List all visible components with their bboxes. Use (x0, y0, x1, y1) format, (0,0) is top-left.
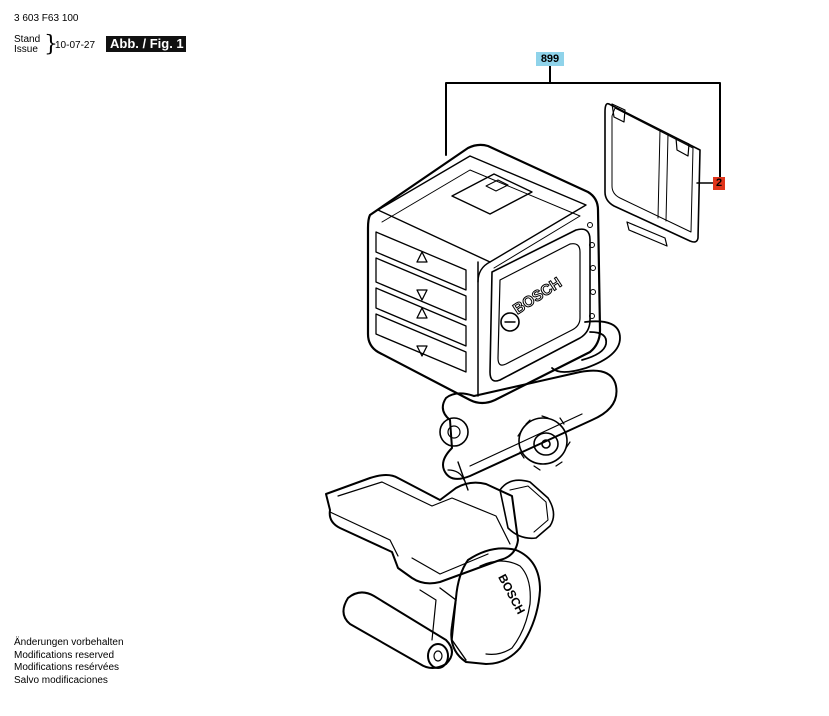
callout-tag-899: 899 (536, 52, 564, 66)
bosch-logo-cube: BOSCH (510, 274, 565, 318)
issue-label: Issue (14, 44, 38, 55)
roller-handle (342, 591, 453, 669)
mount-ring (551, 320, 621, 373)
battery-cover (604, 102, 701, 247)
stand-label: Stand (14, 34, 41, 45)
laser-cube-body (366, 143, 602, 405)
arrow-icons (416, 251, 428, 357)
figure-label: Abb. / Fig. 1 (106, 36, 186, 52)
callout-tag-2: 2 (713, 177, 725, 190)
clamp-knob (499, 479, 555, 540)
callout-bracket (445, 65, 721, 184)
bosch-logo-clamp: BOSCH (495, 572, 528, 617)
stand-issue-label: Stand Issue (14, 35, 40, 55)
notice-fr: Modifications resérvées (14, 662, 120, 673)
notice-es: Salvo modificaciones (14, 674, 108, 686)
part-number: 3 603 F63 100 (14, 13, 79, 24)
pivot-arm (439, 369, 618, 480)
notice-en: Modifications reserved (14, 649, 115, 661)
brace-symbol: } (44, 32, 58, 57)
notice-de: Änderungen vorbehalten (14, 637, 124, 648)
adjustment-knob (517, 415, 571, 471)
clamp-body (325, 461, 541, 665)
issue-date: 10-07-27 (55, 40, 96, 51)
modifications-notice: Änderungen vorbehalten Modifications res… (14, 637, 124, 687)
